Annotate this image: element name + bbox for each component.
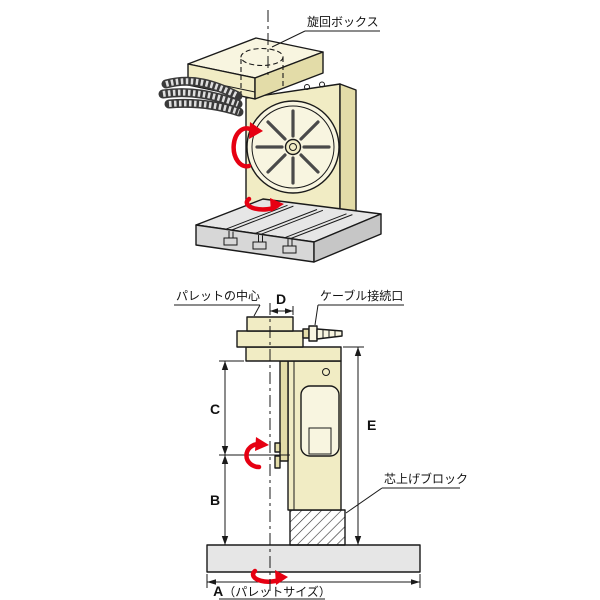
rotary-faceplate — [246, 100, 340, 194]
dimension-view: C B E D — [174, 288, 468, 600]
t-slot-base — [195, 198, 382, 263]
swivel-housing-top — [245, 346, 342, 362]
swivel-box — [187, 37, 324, 100]
pallet-rotation-arrow — [250, 568, 288, 585]
swivel-box-label: 旋回ボックス — [271, 15, 380, 48]
swivel-rotation-arrow — [244, 196, 284, 212]
pallet-stack — [236, 316, 342, 362]
centering-block-label-text: 芯上げブロック — [384, 471, 468, 486]
pallet-center-label-text: パレットの中心 — [176, 288, 260, 303]
dim-c-label: C — [210, 401, 220, 417]
faceplate-center-hole — [289, 143, 297, 151]
dimension-b: B — [210, 454, 290, 545]
cable-port-label: ケーブル接続口 — [314, 288, 404, 326]
dimension-d: D — [270, 291, 294, 315]
dim-d-label: D — [276, 291, 286, 307]
cable-bundle — [158, 76, 244, 117]
pallet-center-leader — [253, 304, 261, 317]
cable-connector — [302, 325, 343, 342]
base-plate — [206, 544, 421, 573]
dimension-a: A（パレットサイズ） — [206, 574, 421, 600]
machine-body — [274, 360, 342, 511]
tilt-axis-rotation-arrow — [244, 437, 269, 470]
dimension-e: E — [343, 346, 376, 545]
centering-block-leader — [345, 487, 383, 514]
faceplate-hub — [284, 138, 302, 156]
swivel-box-label-text: 旋回ボックス — [307, 15, 379, 29]
dim-b-label: B — [210, 492, 220, 508]
faceplate-edge — [279, 360, 289, 462]
isometric-view: 旋回ボックス — [158, 10, 382, 263]
dim-a-label: A（パレットサイズ） — [213, 583, 331, 599]
dim-e-label: E — [367, 417, 376, 433]
centering-block-label: 芯上げブロック — [345, 471, 468, 514]
tilt-rotation-arrow — [231, 122, 263, 169]
swivel-box-leader — [271, 30, 306, 48]
cable-port-leader — [314, 304, 319, 326]
cable-port-label-text: ケーブル接続口 — [320, 288, 403, 303]
pallet-center-label: パレットの中心 — [174, 288, 261, 317]
centering-block — [289, 509, 346, 546]
dimension-c: C — [210, 360, 244, 455]
